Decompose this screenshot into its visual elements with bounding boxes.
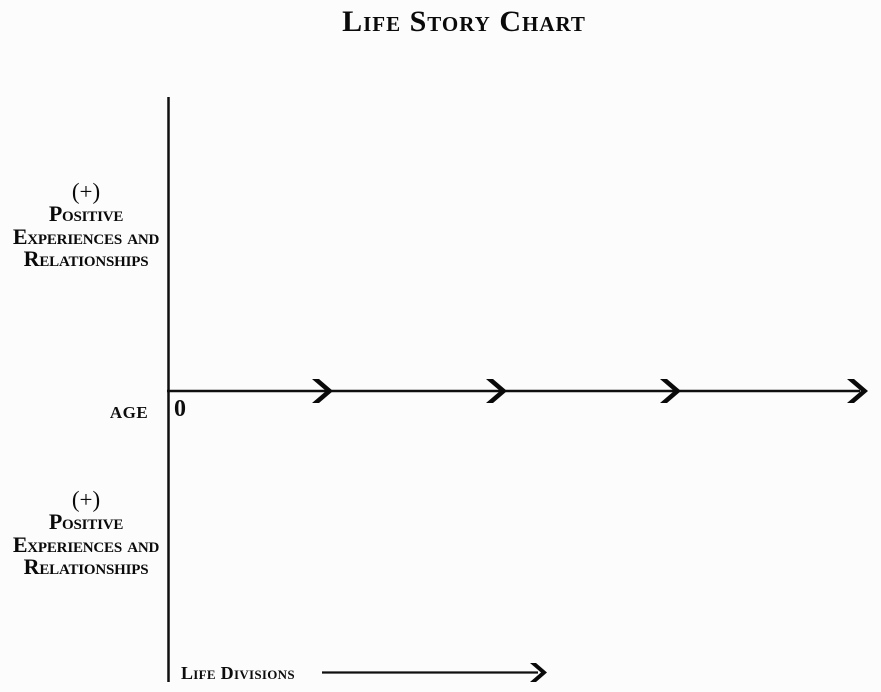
arrowhead-right-icon [486,379,507,403]
y-axis-lower-sign: (+) [71,487,101,512]
x-axis-origin-tick: 0 [174,396,186,422]
y-axis-lower-label: (+) Positive Experiences and Relationshi… [2,488,170,579]
x-axis-arrowheads [312,379,868,403]
page-title: Life Story Chart [342,5,586,38]
y-axis-lower-line-1: Positive [48,509,124,534]
arrowhead-right-icon [312,379,333,403]
life-divisions-label: Life Divisions [181,663,295,683]
y-axis-upper-label: (+) Positive Experiences and Relationshi… [2,180,170,271]
life-divisions-arrow [322,663,547,682]
y-axis-upper-line-1: Positive [48,201,124,226]
y-axis-upper-line-3: Relationships [23,246,149,271]
x-axis-label: AGE [109,403,149,422]
y-axis-upper-line-2: Experiences and [12,223,160,249]
y-axis-lower-line-2: Experiences and [12,531,160,557]
arrowhead-right-icon [530,663,547,682]
arrowhead-right-icon [660,379,681,403]
arrowhead-right-icon [847,379,868,403]
y-axis-upper-sign: (+) [71,179,101,204]
y-axis-lower-line-3: Relationships [23,554,149,579]
